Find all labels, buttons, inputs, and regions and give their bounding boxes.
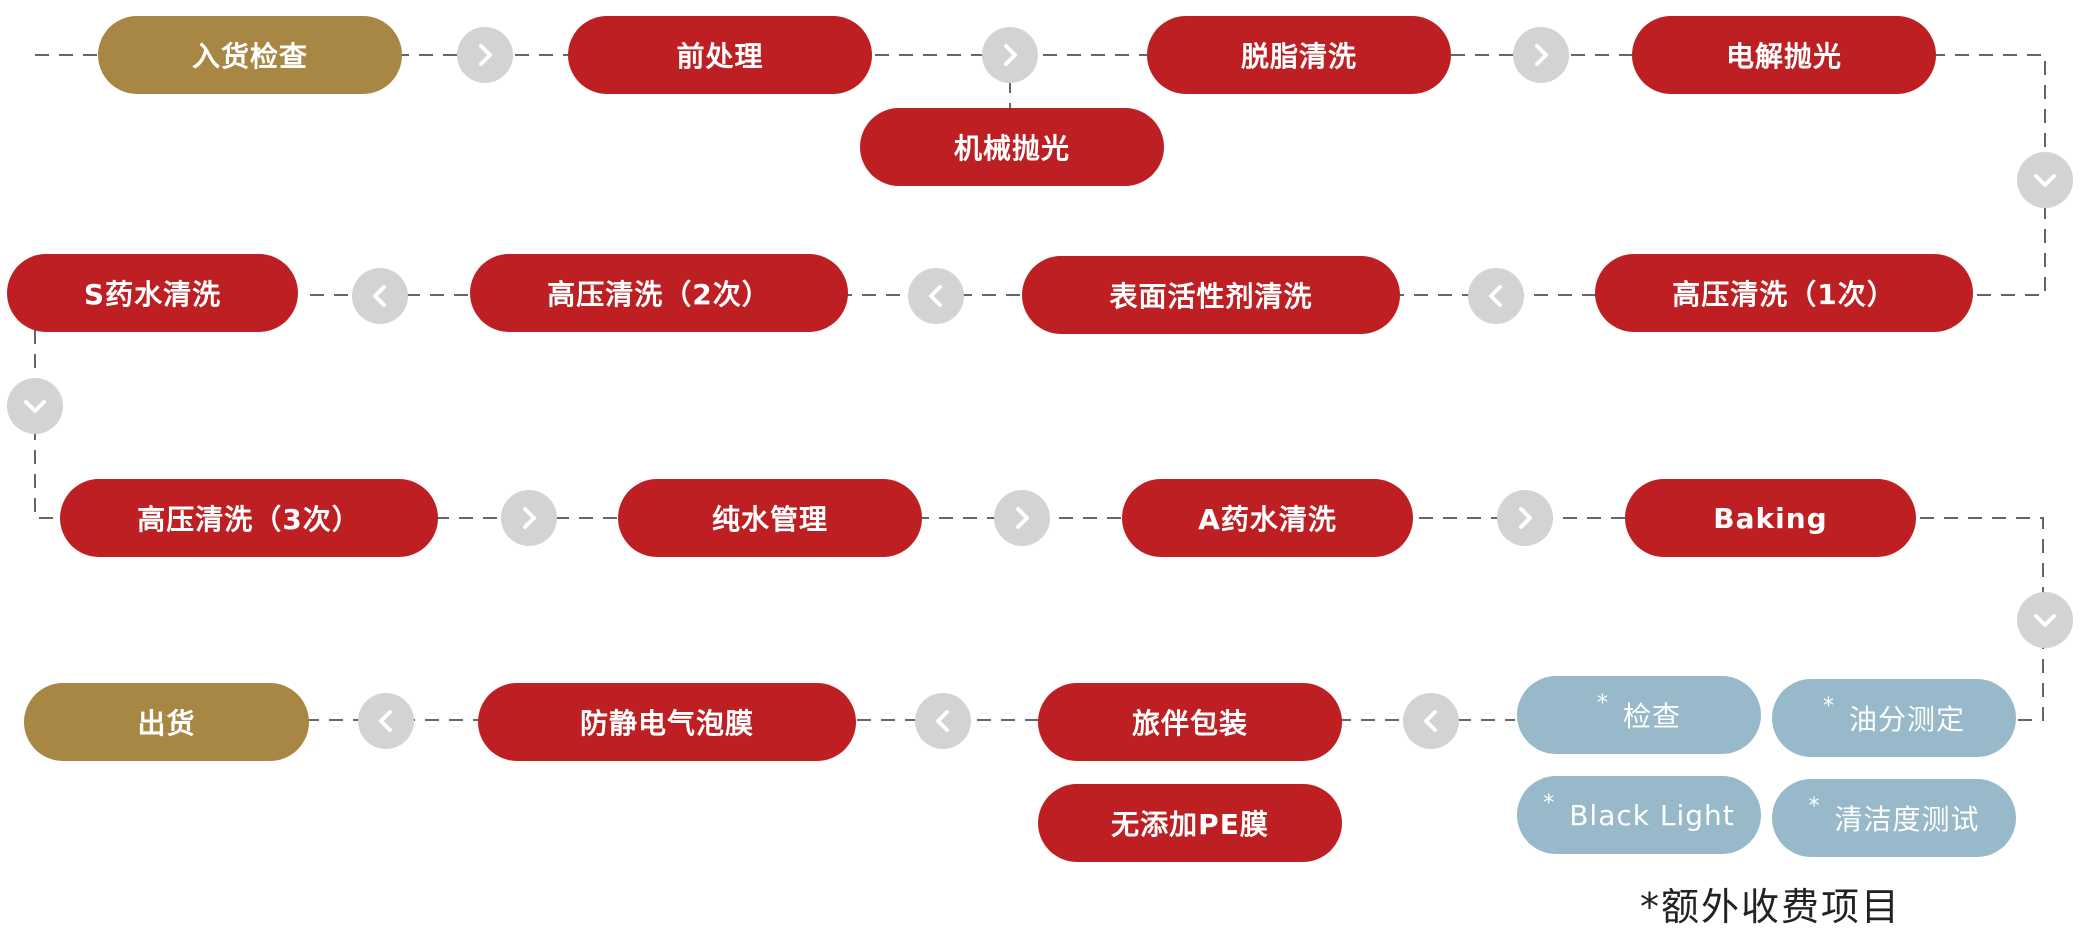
arrow-left-icon <box>1468 268 1524 324</box>
step-high-pressure-wash-3: 高压清洗（3次） <box>60 479 438 557</box>
step-pretreatment: 前处理 <box>568 16 872 94</box>
step-surfactant-wash: 表面活性剂清洗 <box>1022 256 1400 334</box>
extra-charge-footnote: *额外收费项目 <box>1640 885 1902 929</box>
arrow-right-icon <box>982 27 1038 83</box>
step-high-pressure-wash-2: 高压清洗（2次） <box>470 254 848 332</box>
extra-step-black-light: *Black Light <box>1517 776 1761 854</box>
arrow-left-icon <box>358 693 414 749</box>
step-baking: Baking <box>1625 479 1916 557</box>
extra-step-oil-content-test: *油分测定 <box>1772 679 2016 757</box>
step-degreasing-wash: 脱脂清洗 <box>1147 16 1451 94</box>
arrow-left-icon <box>1403 693 1459 749</box>
arrow-right-icon <box>501 490 557 546</box>
arrow-right-icon <box>994 490 1050 546</box>
arrow-right-icon <box>457 27 513 83</box>
extra-step-inspection: *检查 <box>1517 676 1761 754</box>
step-s-chemical-wash: S药水清洗 <box>7 254 298 332</box>
step-travel-packaging: 旅伴包装 <box>1038 683 1342 761</box>
step-additive-free-pe-film: 无添加PE膜 <box>1038 784 1342 862</box>
arrow-right-icon <box>1497 490 1553 546</box>
step-incoming-inspection: 入货检查 <box>98 16 402 94</box>
step-a-chemical-wash: A药水清洗 <box>1122 479 1413 557</box>
step-mechanical-polishing: 机械抛光 <box>860 108 1164 186</box>
step-electropolishing: 电解抛光 <box>1632 16 1936 94</box>
extra-step-cleanliness-test: *清洁度测试 <box>1772 779 2016 857</box>
arrow-left-icon <box>908 268 964 324</box>
step-high-pressure-wash-1: 高压清洗（1次） <box>1595 254 1973 332</box>
step-anti-static-bubble-film: 防静电气泡膜 <box>478 683 856 761</box>
arrow-down-icon <box>2017 152 2073 208</box>
arrow-down-icon <box>2017 592 2073 648</box>
arrow-left-icon <box>352 268 408 324</box>
step-shipment: 出货 <box>24 683 309 761</box>
arrow-down-icon <box>7 378 63 434</box>
step-pure-water-management: 纯水管理 <box>618 479 922 557</box>
arrow-left-icon <box>915 693 971 749</box>
arrow-right-icon <box>1513 27 1569 83</box>
